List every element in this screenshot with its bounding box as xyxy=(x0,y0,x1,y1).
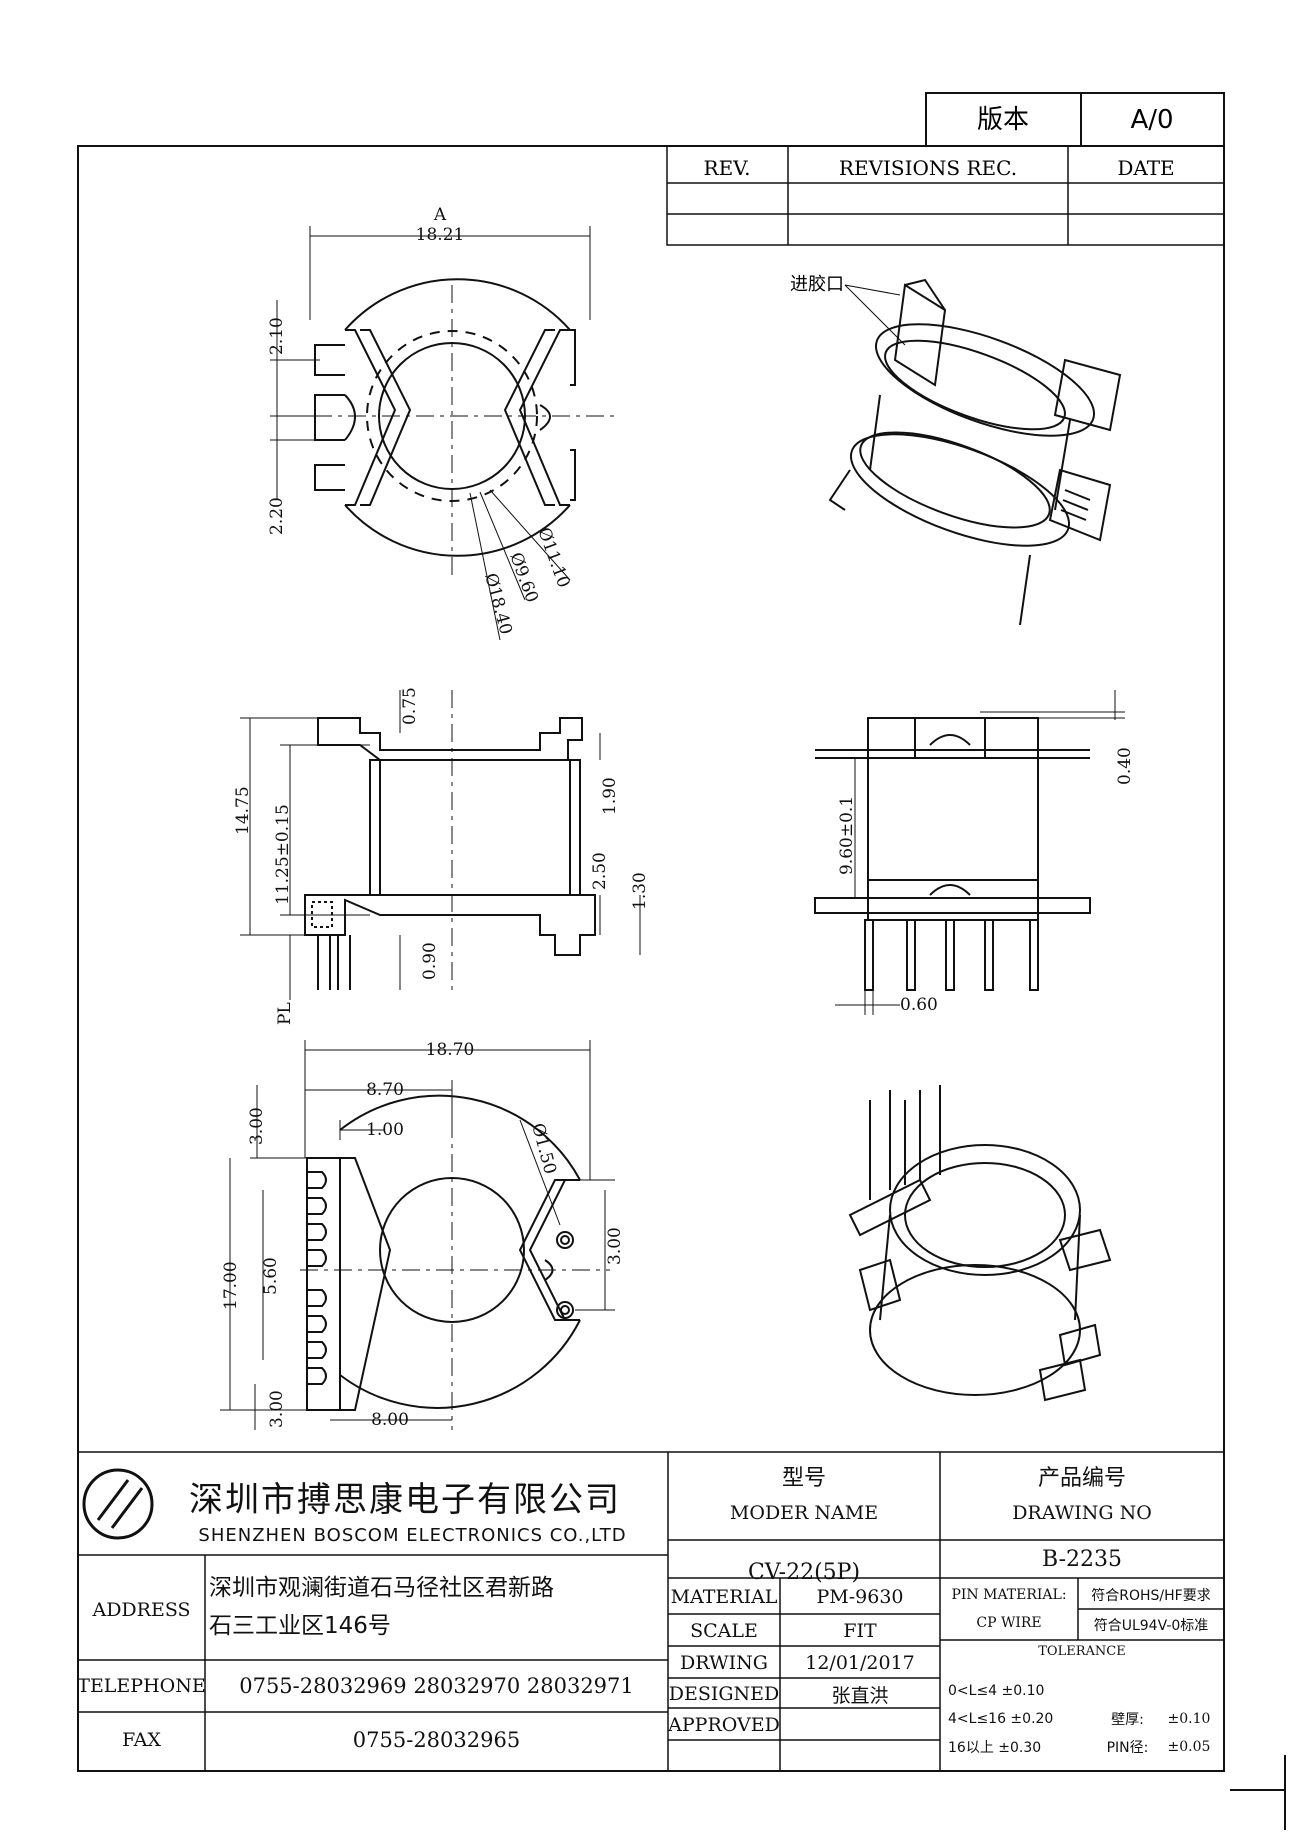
tolerance-row-2: 4<L≤16 ±0.20 xyxy=(948,1711,1054,1727)
side-view-dims xyxy=(835,690,1125,1015)
dim-d: Ø18.40 xyxy=(480,571,516,637)
wall-tolerance-value: ±0.10 xyxy=(1167,1711,1211,1727)
drawing-date-value: 12/01/2017 xyxy=(805,1652,915,1674)
rev-header: REV. xyxy=(704,156,751,180)
dim-p: 3.00 xyxy=(247,1107,267,1145)
dim-g: 0.75 xyxy=(400,687,420,725)
gate-callout: 进胶口 xyxy=(790,274,844,295)
company-name-en: SHENZHEN BOSCOM ELECTRONICS CO.,LTD xyxy=(198,1524,627,1546)
ul-compliance: 符合UL94V-0标准 xyxy=(1093,1618,1209,1634)
bottom-view-centerlines xyxy=(300,1120,610,1430)
dim-l: 0.90 xyxy=(420,942,440,980)
drawing-label-cn: 产品编号 xyxy=(1037,1466,1126,1491)
pin-material-label: PIN MATERIAL: xyxy=(951,1587,1067,1603)
fax-label: FAX xyxy=(122,1729,161,1751)
top-view xyxy=(314,278,576,557)
dim-pl: PL xyxy=(275,1002,295,1025)
telephone-label: TELEPHONE xyxy=(77,1675,206,1697)
designed-value: 张直洪 xyxy=(831,1684,889,1707)
revision-value: A/0 xyxy=(1130,105,1173,135)
dim-m: 18.70 xyxy=(426,1040,475,1060)
dim-u: 3.00 xyxy=(605,1227,625,1265)
address-label: ADDRESS xyxy=(92,1599,191,1621)
tolerance-row-3: 16以上 ±0.30 xyxy=(948,1740,1042,1756)
approved-value xyxy=(780,1710,940,1740)
title-block-grid xyxy=(78,1451,1224,1771)
approved-label: APPROVED xyxy=(668,1714,780,1736)
dim-h: 14.75 xyxy=(233,786,253,835)
bottom-view xyxy=(306,1094,581,1411)
drawing-label-en: DRAWING NO xyxy=(1012,1502,1152,1524)
dim-q: 17.00 xyxy=(221,1261,241,1310)
bottom-view-dims xyxy=(220,1040,615,1430)
dim-t: 8.00 xyxy=(371,1410,409,1430)
address-line2: 石三工业区146号 xyxy=(209,1613,391,1639)
iso-view-bottom xyxy=(848,1085,1112,1402)
wall-tolerance-label: 壁厚: xyxy=(1111,1712,1144,1728)
model-label-en: MODER NAME xyxy=(729,1502,879,1524)
dim-b: 2.10 xyxy=(267,317,287,355)
top-view-dims xyxy=(270,226,591,641)
dim-j: 1.90 xyxy=(600,777,620,815)
telephone-value: 0755-28032969 28032970 28032971 xyxy=(239,1674,634,1698)
tolerance-label: TOLERANCE xyxy=(1038,1643,1126,1659)
pin-dia-tolerance-value: ±0.05 xyxy=(1167,1739,1211,1755)
dim-i: 11.25±0.15 xyxy=(273,804,293,905)
revision-label: 版本 xyxy=(977,105,1029,135)
dim-side-t: 0.40 xyxy=(1115,747,1135,785)
dim-hole: Ø1.50 xyxy=(527,1121,560,1176)
side-view xyxy=(814,717,1091,991)
scale-value: FIT xyxy=(843,1620,877,1642)
rohs-compliance: 符合ROHS/HF要求 xyxy=(1091,1588,1211,1604)
address-line1: 深圳市观澜街道石马径社区君新路 xyxy=(209,1575,554,1601)
revisions-rec-header: REVISIONS REC. xyxy=(839,156,1017,180)
dim-c: 2.20 xyxy=(267,497,287,535)
company-name-cn: 深圳市搏思康电子有限公司 xyxy=(189,1479,621,1520)
scale-label: SCALE xyxy=(690,1620,758,1642)
material-value: PM-9630 xyxy=(816,1586,904,1608)
top-view-centerlines xyxy=(280,285,620,580)
designed-label: DESIGNED xyxy=(668,1683,780,1705)
front-view-dims xyxy=(240,690,641,1000)
dim-base: 1.30 xyxy=(630,872,650,910)
dim-side-v: 9.60±0.1 xyxy=(837,796,857,875)
dim-side-w: 0.60 xyxy=(900,995,938,1015)
model-label-cn: 型号 xyxy=(781,1466,826,1491)
drawing-no-value: B-2235 xyxy=(1042,1546,1122,1572)
dim-a: 18.21 xyxy=(416,225,465,245)
dim-r: 5.60 xyxy=(261,1257,281,1295)
dim-a-tag: A xyxy=(433,205,447,225)
dim-o: 1.00 xyxy=(366,1120,404,1140)
tolerance-row-1: 0<L≤4 ±0.10 xyxy=(948,1683,1045,1699)
sheet-border xyxy=(77,145,1225,1772)
dim-n: 8.70 xyxy=(366,1080,404,1100)
dim-k: 2.50 xyxy=(590,852,610,890)
iso-view-top xyxy=(828,278,1122,626)
dim-s: 3.00 xyxy=(267,1390,287,1428)
revision-box xyxy=(925,92,1225,147)
drawing-date-label: DRWING xyxy=(680,1652,768,1674)
fax-value: 0755-28032965 xyxy=(352,1728,521,1752)
cp-wire-label: CP WIRE xyxy=(976,1615,1042,1631)
company-logo xyxy=(82,1468,154,1540)
revisions-table xyxy=(666,145,1225,246)
front-view xyxy=(304,717,596,990)
material-label: MATERIAL xyxy=(670,1586,778,1608)
date-header: DATE xyxy=(1117,156,1174,180)
model-value: CV-22(5P) xyxy=(747,1559,861,1585)
dim-f: Ø9.60 xyxy=(505,550,542,606)
corner-marks xyxy=(1230,1755,1286,1830)
pin-dia-tolerance-label: PIN径: xyxy=(1106,1740,1149,1756)
dim-e: Ø11.10 xyxy=(533,525,573,591)
